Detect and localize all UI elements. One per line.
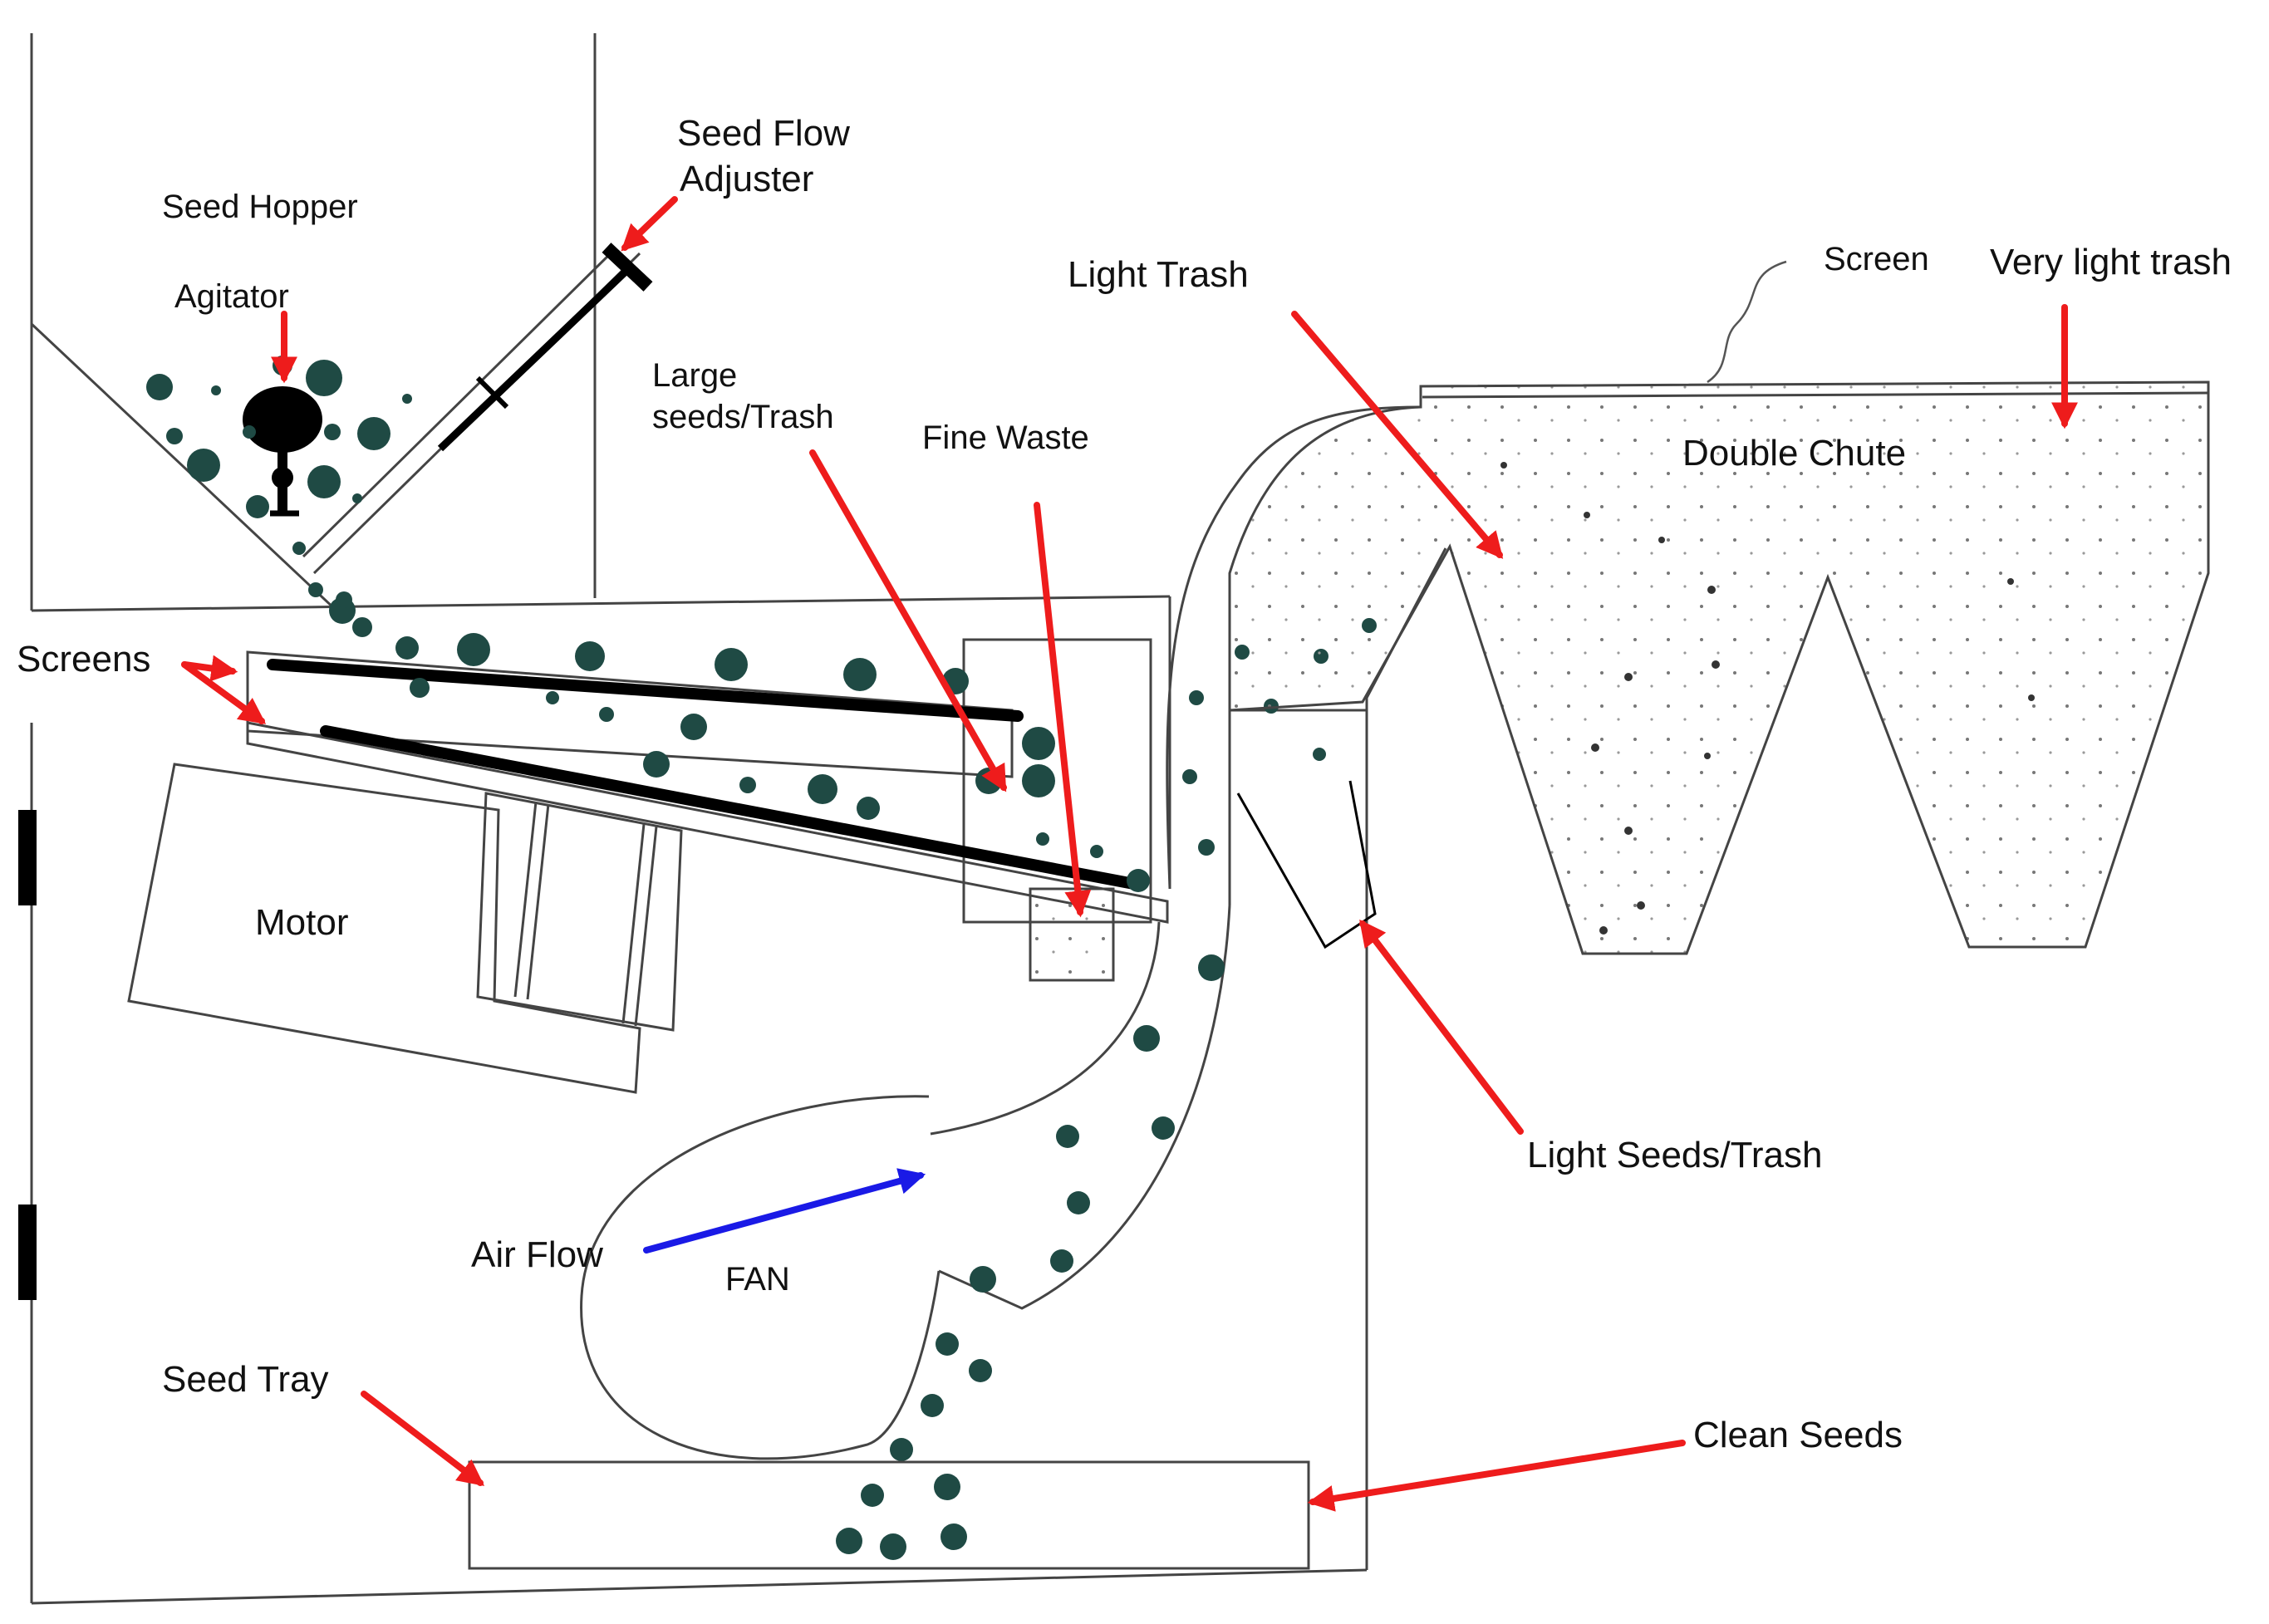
label-fan: FAN [725,1261,790,1298]
label-motor: Motor [255,902,348,943]
screens-arrow-upper [181,655,238,682]
seed-tray-arrow [361,1391,485,1486]
fan-housing [580,905,1231,1460]
label-large-seeds-1: Large [652,357,737,394]
screens [267,659,1144,891]
motor [127,763,683,1094]
label-screens: Screens [17,639,150,680]
label-light-trash: Light Trash [1068,254,1249,295]
screens-arrow-lower [181,661,267,724]
label-seed-flow-adjuster-1: Seed Flow [677,113,850,154]
label-seed-hopper: Seed Hopper [162,189,358,225]
label-seed-tray: Seed Tray [162,1359,329,1400]
label-agitator: Agitator [174,278,289,315]
agitator [243,386,322,517]
air-flow-arrow [643,1168,926,1254]
seed-flow-adjuster [437,243,653,452]
label-double-chute: Double Chute [1682,433,1906,473]
label-clean-seeds: Clean Seeds [1693,1415,1903,1455]
label-large-seeds-2: seeds/Trash [652,399,834,435]
light-trash-arrow [1291,311,1504,559]
fine-waste-bin [1029,887,1115,982]
top-screen [1422,391,2209,399]
label-very-light-trash: Very light trash [1990,242,2232,282]
chute-particles [1500,462,2035,935]
fine-waste-arrow [1034,502,1092,918]
label-seed-flow-adjuster-2: Adjuster [680,159,813,199]
annotation-arrows [181,196,2078,1512]
side-mount-bar [18,810,37,905]
side-mount-bar [18,1205,37,1300]
light-seeds-flap [1236,780,1377,949]
seed-flow-adjuster-arrow [621,196,678,252]
falling-seeds [836,618,1377,1560]
label-screen: Screen [1824,241,1929,277]
screen-seeds [336,591,1150,892]
label-fine-waste: Fine Waste [922,419,1089,456]
large-seeds-arrow [809,449,1007,792]
clean-seeds-arrow [1307,1440,1686,1512]
screen-pointer [1707,260,1787,384]
light-seeds-arrow [1359,919,1524,1135]
seed-tray [468,1460,1310,1570]
label-light-seeds-trash: Light Seeds/Trash [1527,1135,1822,1175]
label-air-flow: Air Flow [471,1234,603,1275]
